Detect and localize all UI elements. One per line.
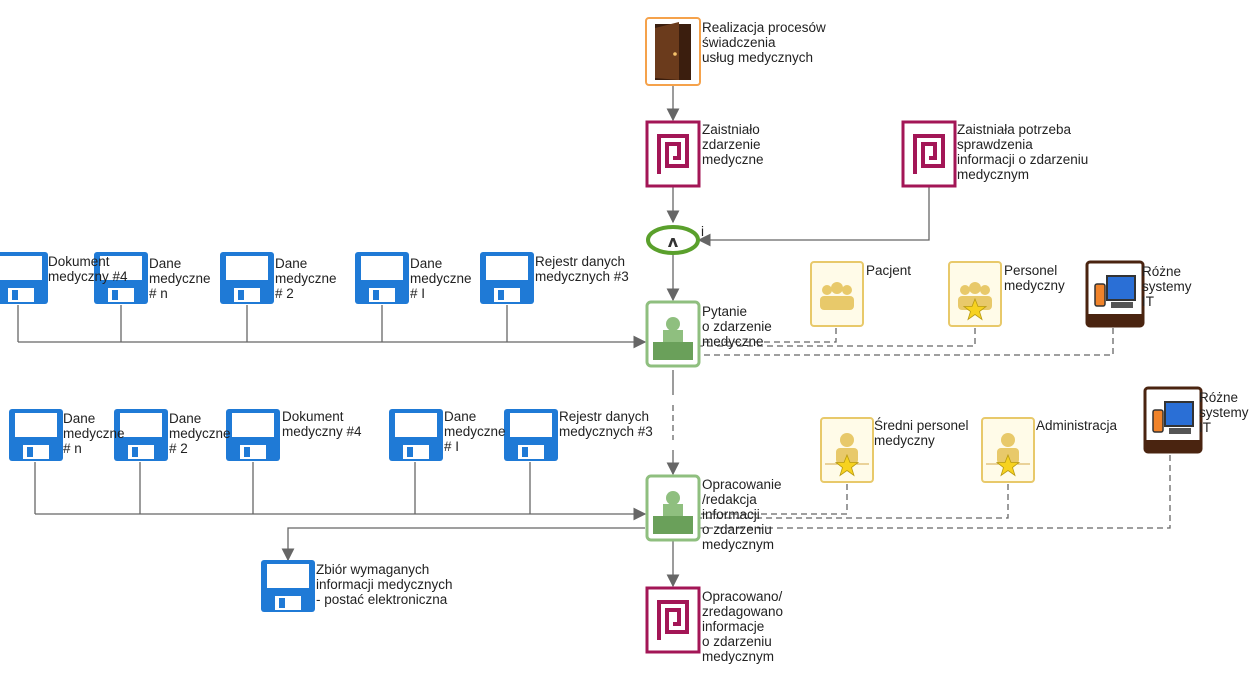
system1-computer-icon	[1085, 260, 1145, 328]
start-event-label: Realizacja procesów świadczenia usług me…	[702, 20, 826, 65]
doc-row1-4-label: Dane medyczne # I	[410, 256, 472, 301]
function-edit-label: Opracowanie /redakcja informacji o zdarz…	[702, 477, 782, 552]
role-personel-icon	[948, 261, 1002, 327]
doc-row1-1-icon	[0, 252, 48, 304]
connection-lines	[17, 85, 1171, 588]
role-sredni-personel-label: Średni personel medyczny	[874, 418, 969, 448]
event-need-label: Zaistniała potrzeba sprawdzenia informac…	[957, 122, 1089, 182]
role-pacjent-icon	[810, 261, 864, 327]
event-medical-label: Zaistniało zdarzenie medyczne	[702, 122, 764, 167]
doc-row2-5-icon	[504, 409, 558, 461]
start-event-door-icon	[645, 17, 701, 86]
role-pacjent-label: Pacjent	[866, 263, 912, 278]
doc-row2-1-icon	[9, 409, 63, 461]
output-doc-icon	[261, 560, 315, 612]
role-sredni-personel-icon	[820, 417, 874, 483]
doc-row1-2-label: Dane medyczne # n	[149, 256, 211, 301]
doc-row1-4-icon	[355, 252, 409, 304]
doc-row1-5-icon	[480, 252, 534, 304]
doc-row2-4-icon	[389, 409, 443, 461]
output-doc-label: Zbiór wymaganych informacji medycznych -…	[316, 562, 453, 607]
event-end-label: Opracowano/ zredagowano informacje o zda…	[702, 589, 784, 664]
system2-computer-icon	[1143, 386, 1203, 454]
function-edit-icon	[645, 474, 701, 542]
event-need-icon	[901, 120, 957, 188]
doc-row1-5-label: Rejestr danych medycznych #3	[535, 254, 629, 284]
doc-row2-4-label: Dane medyczne # I	[444, 409, 506, 454]
and-connector: ʌ	[646, 225, 700, 255]
role-administracja-label: Administracja	[1036, 418, 1118, 433]
system1-label: Różne systemy IT	[1142, 264, 1192, 309]
connector-symbol: ʌ	[668, 232, 679, 251]
doc-row1-3-label: Dane medyczne # 2	[275, 256, 337, 301]
event-medical-icon	[645, 120, 701, 188]
doc-row2-3-icon	[226, 409, 280, 461]
connector-label: i	[701, 224, 704, 239]
doc-row2-2-label: Dane medyczne # 2	[169, 411, 231, 456]
function-query-label: Pytanie o zdarzenie medyczne	[702, 304, 772, 349]
doc-row1-1-label: Dokument medyczny #4	[48, 254, 128, 284]
event-end-icon	[645, 586, 701, 654]
doc-row2-3-label: Dokument medyczny #4	[282, 409, 362, 439]
doc-row2-1-label: Dane medyczne # n	[63, 411, 125, 456]
role-administracja-icon	[981, 417, 1035, 483]
role-personel-label: Personel medyczny	[1004, 263, 1065, 293]
function-query-icon	[645, 300, 701, 368]
system2-label: Różne systemy IT	[1199, 390, 1249, 435]
doc-row2-5-label: Rejestr danych medycznych #3	[559, 409, 653, 439]
doc-row1-3-icon	[220, 252, 274, 304]
